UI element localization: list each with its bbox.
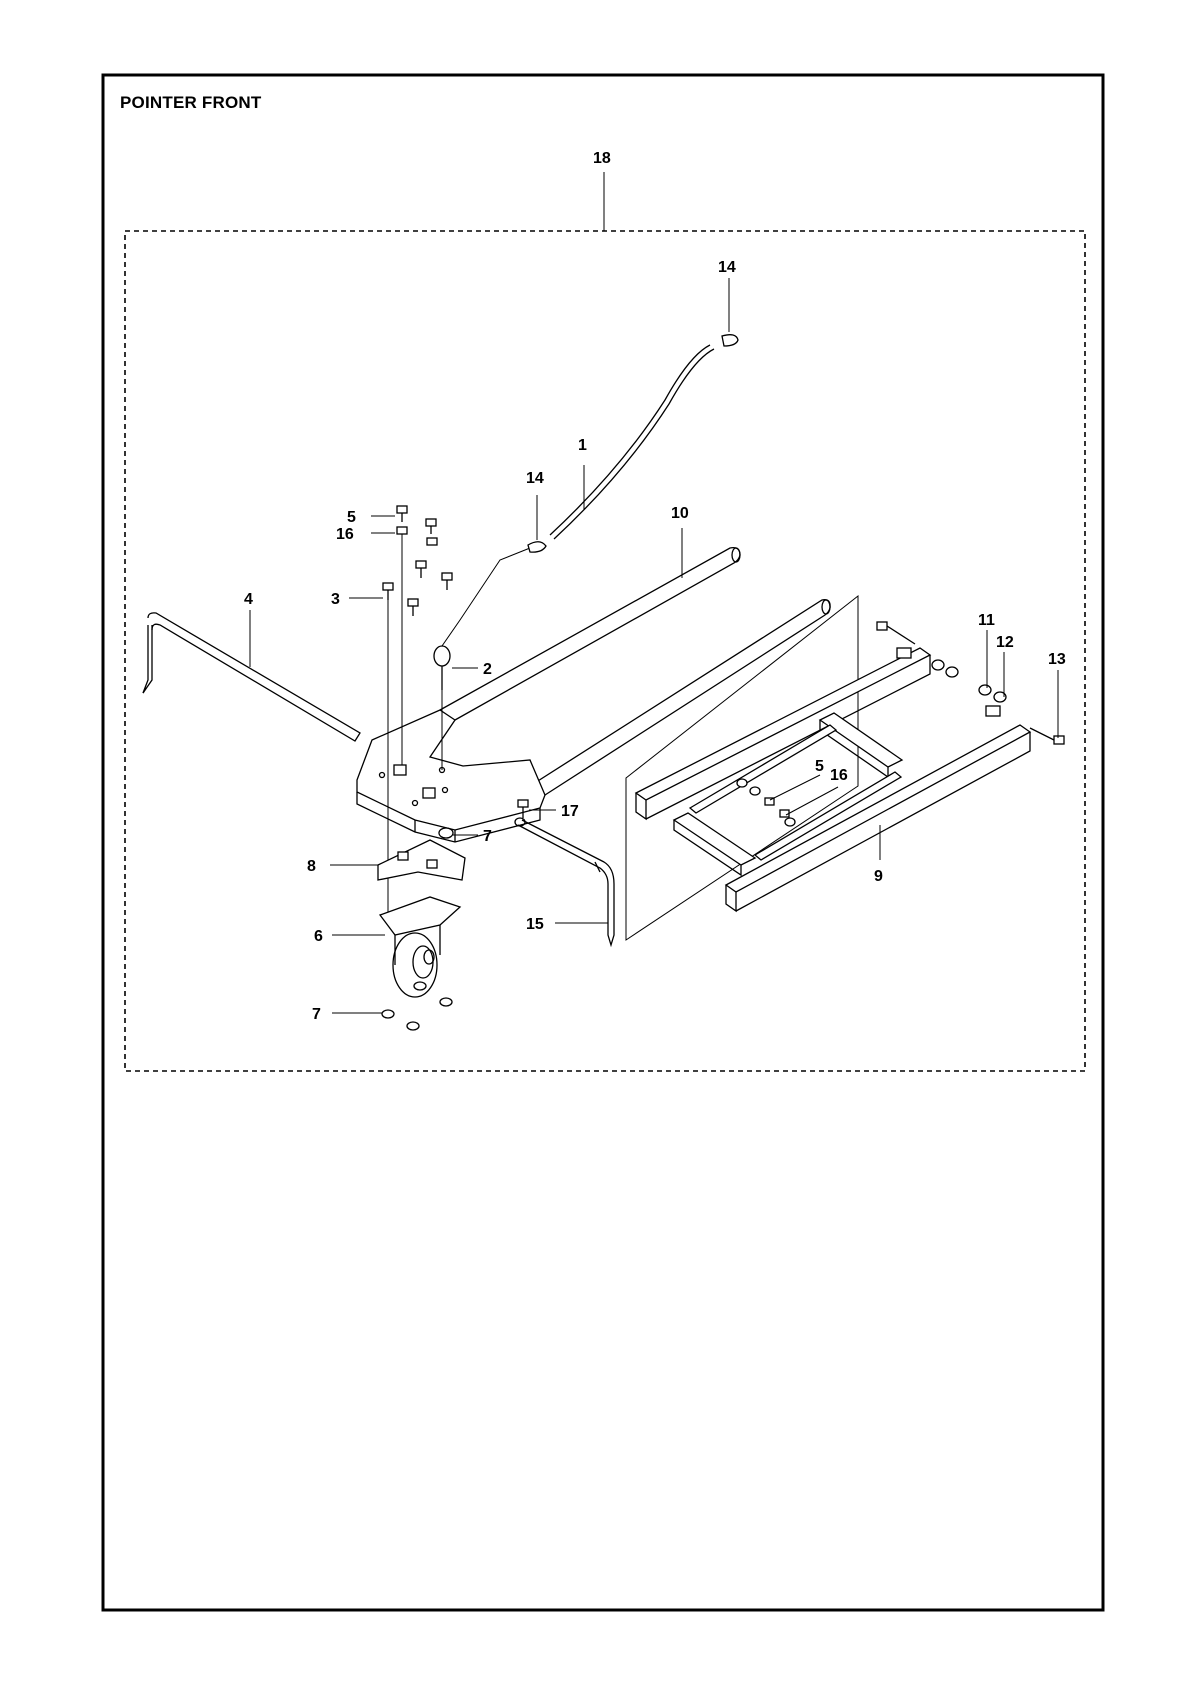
part-8-bracket xyxy=(377,839,466,881)
callout-7-lower: 7 xyxy=(312,1006,321,1023)
part-4-pointer-rod xyxy=(142,612,361,742)
callout-1: 1 xyxy=(578,437,587,454)
part-10-upper-tube xyxy=(439,547,741,721)
part-9-frame xyxy=(634,647,1032,913)
callout-16-upper: 16 xyxy=(336,526,354,543)
castor-nuts xyxy=(381,981,453,1031)
callout-5-upper: 5 xyxy=(347,509,356,526)
callout-12: 12 xyxy=(996,634,1014,651)
part-1-cable xyxy=(549,344,715,540)
callout-5-frame: 5 xyxy=(815,758,824,775)
callout-2: 2 xyxy=(483,661,492,678)
callout-14-lower: 14 xyxy=(526,470,544,487)
callout-13: 13 xyxy=(1048,651,1066,668)
head-plate xyxy=(356,709,546,843)
frame-fasteners xyxy=(736,621,1065,827)
assembly-plane xyxy=(625,594,859,941)
callout-3: 3 xyxy=(331,591,340,608)
kit-boundary xyxy=(124,230,1086,1072)
callout-14-upper: 14 xyxy=(718,259,736,276)
callout-11: 11 xyxy=(978,612,995,629)
leader-lines xyxy=(249,278,1059,1014)
lower-long-tube xyxy=(529,599,831,796)
callout-labels: 1 2 3 4 5 5 6 7 7 8 9 10 11 12 13 14 14 … xyxy=(244,150,1066,1023)
part-17-screw xyxy=(517,799,529,818)
callout-16-frame: 16 xyxy=(830,767,848,784)
callout-9: 9 xyxy=(874,868,883,885)
part-15-pointer-rod xyxy=(514,817,615,948)
diagram-title: POINTER FRONT xyxy=(120,93,262,112)
outer-frame xyxy=(101,73,1105,1612)
part-7-nut-upper xyxy=(438,827,454,839)
callout-10: 10 xyxy=(671,505,689,522)
callout-18: 18 xyxy=(593,150,611,167)
callout-8: 8 xyxy=(307,858,316,875)
part-6-castor-wheel xyxy=(378,896,462,998)
callout-4: 4 xyxy=(244,591,253,608)
callout-17: 17 xyxy=(561,803,579,820)
callout-7-upper: 7 xyxy=(483,828,492,845)
callout-6: 6 xyxy=(314,928,323,945)
part-14-clip-upper xyxy=(721,334,739,347)
part-2-eye-bolt xyxy=(433,547,531,690)
callout-15: 15 xyxy=(526,916,544,933)
part-14-clip-lower xyxy=(527,541,547,553)
